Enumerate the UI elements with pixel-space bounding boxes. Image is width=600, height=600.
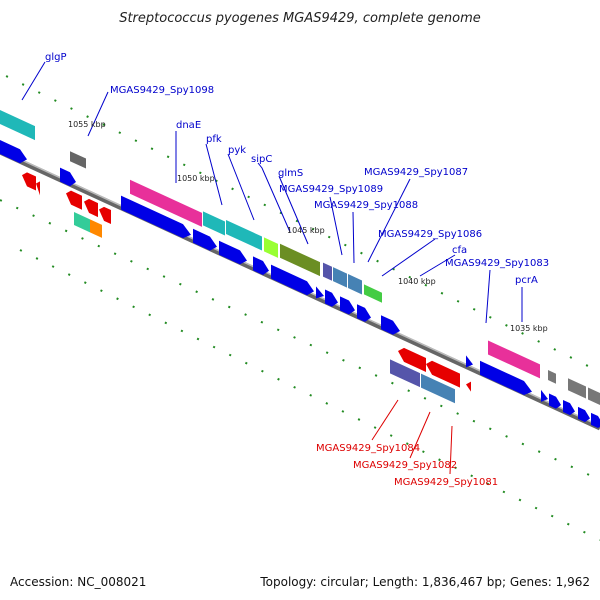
accession-text: Accession: NC_008021 (10, 575, 146, 589)
gene-pcrA (488, 340, 540, 379)
scale-dots (0, 71, 600, 541)
gene-sipC (264, 237, 278, 258)
label-pyk: pyk (228, 145, 246, 156)
map-title: Streptococcus pyogenes MGAS9429, complet… (119, 11, 481, 26)
label-spy1088: MGAS9429_Spy1088 (314, 200, 418, 211)
label-glmS: glmS (278, 168, 303, 179)
gene-spy1084 (390, 359, 420, 388)
tick-labels: 1055 kbp 1050 kbp 1045 kbp 1040 kbp 1035… (68, 120, 548, 333)
tick-1045: 1045 kbp (287, 226, 325, 235)
label-spy1082: MGAS9429_Spy1082 (353, 460, 457, 471)
reverse-labels: MGAS9429_Spy1084 MGAS9429_Spy1082 MGAS94… (316, 443, 498, 488)
label-spy1087: MGAS9429_Spy1087 (364, 167, 468, 178)
tick-1040: 1040 kbp (398, 277, 436, 286)
label-pfk: pfk (206, 134, 222, 145)
label-spy1086: MGAS9429_Spy1086 (378, 229, 482, 240)
forward-genes (0, 107, 600, 429)
gene-gray-2 (548, 370, 556, 384)
label-spy1089: MGAS9429_Spy1089 (279, 184, 383, 195)
tick-1055: 1055 kbp (68, 120, 106, 129)
tick-1050: 1050 kbp (177, 174, 215, 183)
forward-connectors (21, 61, 523, 324)
forward-labels: glgP MGAS9429_Spy1098 dnaE pfk pyk sipC … (45, 52, 549, 286)
gene-dnaE (130, 179, 202, 227)
label-spy1081: MGAS9429_Spy1081 (394, 477, 498, 488)
label-spy1098: MGAS9429_Spy1098 (110, 85, 214, 96)
gene-glmS (280, 243, 320, 277)
gene-teal (74, 212, 90, 233)
label-dnaE: dnaE (176, 120, 201, 131)
tick-1035: 1035 kbp (510, 324, 548, 333)
label-cfa: cfa (452, 245, 467, 256)
gene-spy1082 (421, 373, 455, 404)
gene-spy1088 (333, 267, 347, 288)
label-spy1083: MGAS9429_Spy1083 (445, 258, 549, 269)
label-spy1084: MGAS9429_Spy1084 (316, 443, 420, 454)
gene-pyk (226, 219, 262, 251)
gene-glgP (0, 107, 35, 141)
gene-spy1089 (323, 262, 332, 281)
label-glgP: glgP (45, 52, 67, 63)
gene-orange (90, 219, 102, 238)
gene-spy1087 (348, 274, 362, 295)
gene-spy1086 (364, 284, 382, 303)
gene-gray-1 (70, 151, 86, 169)
gene-gray-3 (568, 378, 586, 399)
gene-gray-4 (588, 387, 600, 406)
reverse-genes (22, 172, 471, 404)
label-sipC: sipC (251, 154, 272, 165)
label-pcrA: pcrA (515, 275, 538, 286)
gene-pfk (203, 211, 225, 236)
reverse-connectors (371, 399, 453, 475)
topology-text: Topology: circular; Length: 1,836,467 bp… (259, 575, 590, 589)
